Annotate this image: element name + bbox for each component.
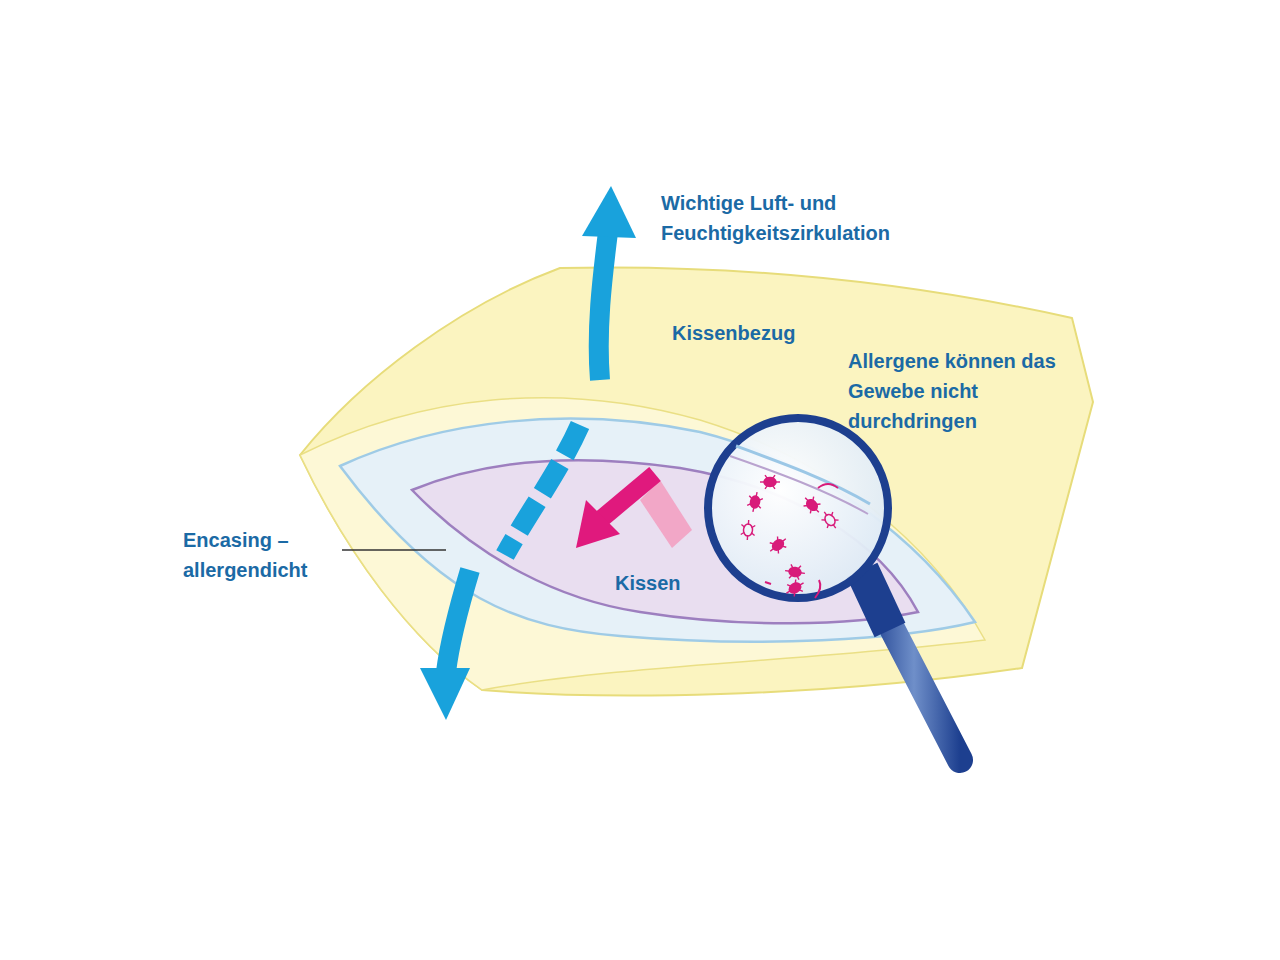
label-box: Encasing – allergendicht (183, 525, 343, 585)
pillowcase-shape (300, 267, 1093, 695)
pillowcase: KissenbezugKissen (300, 265, 1095, 695)
part-name: Kissenbezug (672, 318, 795, 348)
air-arrow-up (599, 232, 608, 380)
air-arrow-down (446, 570, 470, 672)
label-box: Allergene können das Gewebe nicht durchd… (848, 346, 1073, 436)
part-name: Kissen (615, 568, 681, 598)
callout-label: Wichtige Luft- und Feuchtigkeitszirkulat… (661, 188, 936, 248)
magnifier-neck (862, 570, 890, 630)
magnifier-lens (708, 418, 888, 598)
leader-line (342, 549, 446, 551)
arrow-head (420, 668, 470, 720)
label-box: Wichtige Luft- und Feuchtigkeitszirkulat… (661, 188, 936, 248)
arrow-head (576, 500, 620, 548)
fabric-layer (730, 456, 868, 514)
arrow-head (582, 186, 636, 238)
pillowcase-opening (300, 398, 985, 690)
magnifier (708, 418, 960, 760)
callout-label: Allergene können das Gewebe nicht durchd… (848, 346, 1073, 436)
air-arrow-through (505, 425, 580, 555)
fabric-layer (736, 446, 870, 504)
callout-label: Encasing – allergendicht (183, 525, 343, 585)
encasing-shape (340, 419, 975, 642)
dust-mites (740, 475, 841, 599)
allergen-arrow (600, 474, 655, 520)
